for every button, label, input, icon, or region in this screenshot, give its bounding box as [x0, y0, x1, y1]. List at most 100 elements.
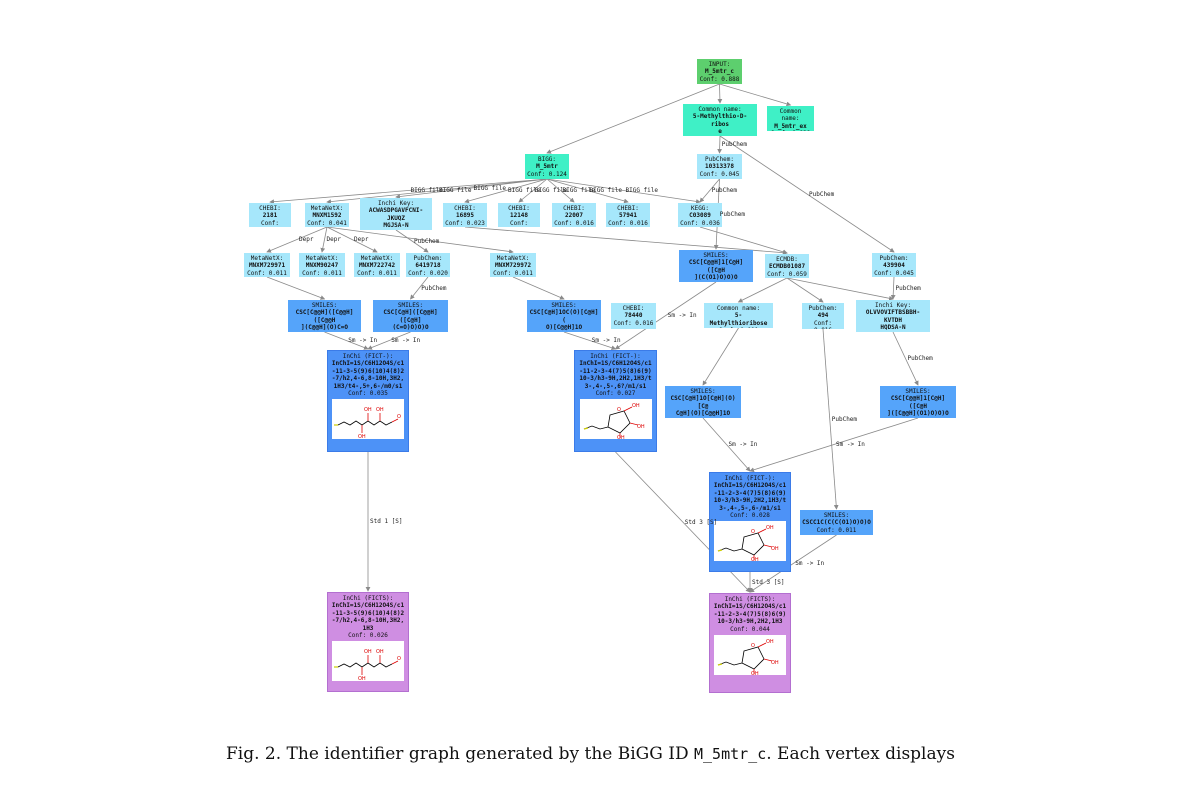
caption-code: M_5mtr_c: [693, 745, 767, 763]
edge-label: PubChem: [719, 210, 746, 218]
edge-label: PubChem: [895, 284, 921, 292]
node-confidence: Conf: 0.011: [493, 269, 533, 277]
graph-edge: [717, 83, 723, 104]
node-type-label: SMILES:: [905, 388, 931, 395]
node-confidence: Conf: 0.011: [706, 327, 771, 328]
svg-text:O: O: [751, 529, 755, 535]
node-identifier: MNXM722742: [358, 262, 396, 270]
node-type-label: SMILES:: [703, 252, 729, 259]
edge-label: BIGG file: [439, 187, 472, 194]
node-identifier: 494: [817, 312, 829, 320]
graph-edge: [546, 178, 575, 203]
graph-node-smiles1: SMILES:CSC[C@@H]([C@@H]([C@@H ](C@@H](O)…: [288, 300, 361, 332]
graph-node-common3: Common name:5-MethylthioriboseConf: 0.01…: [704, 303, 773, 328]
node-identifier: M_5mtr_c: [705, 68, 734, 76]
caption-prefix: Fig. 2. The identifier graph generated b…: [226, 744, 694, 764]
node-confidence: Conf: 0.059: [767, 270, 807, 278]
graph-node-smiles3: SMILES:CSC[C@H]1OC(O)[C@H]( O)[C@@H]1OCo…: [527, 300, 601, 332]
edge-label: Sm -> In: [391, 337, 421, 344]
edge-label: BIGG file: [625, 187, 659, 194]
node-type-label: Common name:: [698, 106, 742, 113]
graph-edge: [786, 277, 824, 303]
node-type-label: ECMDB:: [776, 256, 798, 263]
svg-text:OH: OH: [637, 424, 645, 430]
node-confidence: Conf: 0.016: [509, 219, 529, 227]
node-identifier: C03089: [689, 212, 711, 220]
node-confidence: Conf: 0.016: [260, 219, 280, 227]
node-identifier: 57941: [618, 212, 638, 220]
edge-label: BIGG file: [473, 184, 507, 192]
node-confidence: Conf: 0.011: [357, 269, 397, 277]
node-type-label: CHEBI:: [617, 205, 639, 212]
graph-edge: [749, 534, 837, 593]
node-identifier: 2181: [262, 212, 278, 220]
node-confidence: Conf: 0.044: [730, 625, 770, 633]
node-confidence: Conf: 0.036: [680, 219, 720, 227]
node-confidence: Conf: 0.023: [445, 219, 485, 227]
node-type-label: BIGG:: [537, 156, 557, 163]
svg-text:OH: OH: [766, 639, 774, 645]
edge-label: Sm -> In: [728, 441, 758, 448]
node-identifier: ECMDB01087: [768, 263, 806, 271]
node-identifier: CSC[C@@H]1[C@H]([C@H ]([C@@H](O1)O)O)O: [887, 395, 949, 418]
node-identifier: 439904: [883, 262, 905, 270]
svg-text:OH: OH: [771, 660, 779, 666]
node-type-label: InChi (FICT-):: [590, 353, 641, 360]
edge-label: Depr: [299, 236, 314, 243]
node-identifier: InChI=1S/C6H12O4S/c1 -11-3-5(9)6(10)4(8)…: [331, 602, 405, 632]
node-identifier: MNXM729971: [248, 262, 286, 270]
svg-text:OH: OH: [632, 403, 640, 409]
caption-suffix: . Each vertex displays: [766, 744, 955, 764]
node-type-label: InChi (FICT-):: [342, 353, 394, 360]
graph-edge: [395, 178, 548, 199]
node-identifier: M_5mtr_ex: [774, 122, 807, 130]
node-identifier: InChI=1S/C6H12O4S/c1 -11-3-5(9)6(10)4(8)…: [331, 360, 405, 390]
svg-text:OH: OH: [376, 649, 384, 655]
graph-edge: [719, 83, 792, 107]
graph-node-common1: Common name:5-Methylthio-D-ribos eConf: …: [683, 104, 757, 136]
svg-text:O: O: [397, 656, 401, 662]
node-confidence: Conf: 0.029: [769, 130, 812, 131]
graph-edge: [326, 226, 514, 254]
graph-node-inchikey2: Inchi Key:OLVVOVIFTBSBBH-KVTDH HQDSA-NCo…: [856, 300, 930, 332]
node-type-label: SMILES:: [690, 388, 716, 395]
node-type-label: PubChem:: [808, 305, 838, 312]
node-confidence: Conf: 0.045: [874, 269, 914, 277]
svg-text:OH: OH: [364, 407, 372, 413]
node-type-label: MetaNetX:: [310, 205, 344, 212]
node-type-label: PubChem:: [879, 255, 909, 262]
node-confidence: Conf: 0.028: [730, 512, 770, 520]
node-identifier: MNXM90247: [305, 262, 339, 270]
node-confidence: Conf: 0.027: [595, 390, 636, 398]
svg-text:OH: OH: [751, 557, 759, 561]
node-confidence: Conf: 0.011: [247, 269, 287, 277]
graph-edge: [719, 135, 895, 253]
graph-edge: [786, 277, 894, 301]
node-identifier: InChI=1S/C6H12O4S/c1 -11-2-3-4(7)5(8)6(9…: [713, 603, 787, 626]
edge-label: PubChem: [907, 355, 933, 362]
svg-text:O: O: [617, 407, 621, 413]
graph-node-smiles2: SMILES:CSC[C@H]([C@@H]([C@H] (C=O)O)O)OC…: [373, 300, 448, 332]
graph-edge: [269, 178, 548, 205]
node-identifier: MNXM1592: [312, 212, 342, 220]
node-type-label: InChi (FICTS):: [342, 595, 394, 602]
graph-edge: [518, 178, 548, 203]
graph-node-smiles5: SMILES:CSC[C@@H]1[C@H]([C@H ]([C@@H](O1)…: [880, 386, 956, 418]
graph-edge: [702, 327, 739, 386]
node-type-label: PubChem:: [705, 156, 734, 163]
node-type-label: MetaNetX:: [360, 255, 394, 262]
graph-edge: [326, 226, 378, 253]
graph-node-inchikey1: Inchi Key:ACWASDPGAVFCNI-JKUQZ MGJSA-NCo…: [360, 198, 432, 230]
